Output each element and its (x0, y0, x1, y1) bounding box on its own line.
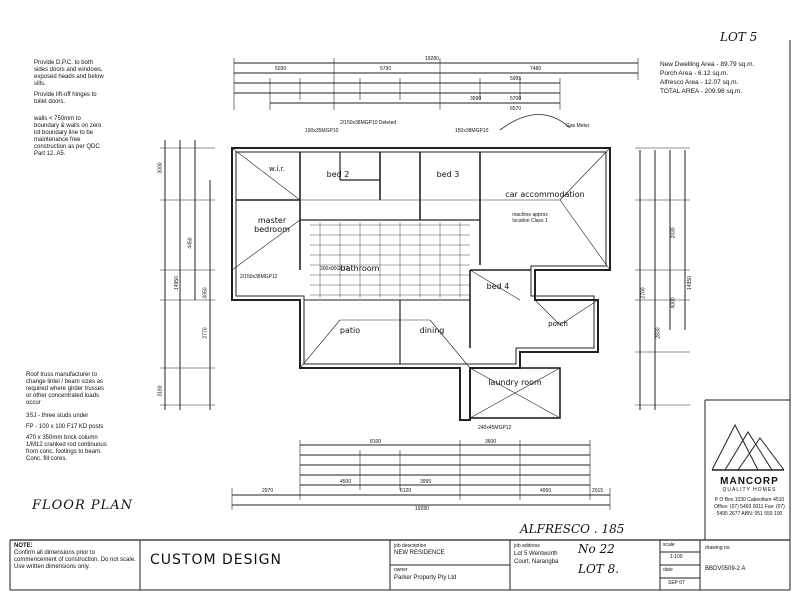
room-bathroom: bathroom (340, 264, 380, 273)
dim-top-3: 7480 (530, 66, 542, 72)
handwritten-lot-number: LOT 8. (578, 562, 620, 576)
beam-label-190x35: 190x35MGP10 (305, 128, 339, 134)
title-note: NOTE: Confirm all dimensions prior to co… (14, 543, 136, 571)
dim-top-7: 3990 (470, 96, 482, 102)
porch-area: Porch Area - 6.12 sq.m. (660, 70, 729, 77)
dim-top-2: 5730 (380, 66, 392, 72)
dim-bottom-2: 3600 (485, 439, 497, 445)
dwelling-area: New Dwelling Area - 89.79 sq.m. (660, 61, 755, 68)
dim-top-1: 5030 (275, 66, 287, 72)
dim-right-5: 2030 (670, 227, 677, 239)
beam-label-150x38-mgp12: 2/150x38MGP12 (240, 274, 278, 280)
handwritten-house-number: No 22 (578, 542, 615, 556)
beam-label-150x38: 150x38MGP10 (455, 128, 489, 134)
room-bed-2: bed 2 (326, 170, 350, 179)
note-truss: Roof truss manufacturer to change lintel… (26, 372, 105, 406)
dim-bottom-8: 3995 (420, 479, 432, 485)
room-porch: porch (548, 320, 568, 328)
room-dining: dining (419, 326, 445, 335)
room-laundry: laundry room (488, 378, 542, 387)
title-note-text: Confirm all dimensions prior to commence… (14, 550, 136, 570)
corner-lot-label: LOT 5 (720, 30, 758, 44)
machine-location: machine approx location Class 1 (512, 212, 548, 224)
job-address: Lot 5 Wentworth Court, Narangba (514, 551, 559, 565)
dim-left-6: 3050 (202, 287, 209, 299)
dim-top-5: 5700 (510, 96, 522, 102)
construction-notes-bottom: Roof truss manufacturer to change lintel… (26, 372, 108, 463)
dim-right-2: 4000 (670, 297, 677, 309)
room-bed-4: bed 4 (486, 282, 510, 291)
scale-value: 1:100 (670, 554, 683, 560)
dim-bottom-4: 2970 (262, 488, 274, 494)
room-master-bedroom: master bedroom (254, 216, 290, 234)
owner-name: Parker Property Pty Ltd (394, 575, 457, 581)
room-wir: w.i.r. (269, 165, 285, 173)
scale-label: scale (663, 542, 675, 548)
note-fp: FP - 100 x 100 F17 KD posts (26, 424, 104, 430)
brand-address: P O Box 1030 Caboolture 4510 Office: (07… (714, 497, 785, 517)
note-ssj: 3SJ - three studs under (26, 413, 89, 419)
custom-design-label: CUSTOM DESIGN (150, 552, 282, 568)
dim-bottom-3: 6120 (400, 488, 412, 494)
room-bed-3: bed 3 (436, 170, 460, 179)
job-description: NEW RESIDENCE (394, 550, 445, 556)
gas-meter-label: Gas Meter (566, 123, 590, 129)
title-note-label: NOTE: (14, 543, 33, 549)
dim-right-4: 2700 (640, 287, 647, 299)
brand-tagline: QUALITY HOMES (722, 487, 777, 493)
dim-bottom-5: 4950 (540, 488, 552, 494)
alfresco-area: Alfresco Area - 12.07 sq.m. (660, 79, 739, 86)
dim-left-3: 4450 (187, 237, 194, 249)
brand-block: MANCORP QUALITY HOMES P O Box 1030 Caboo… (712, 476, 787, 518)
total-area: TOTAL AREA - 209.98 sq.m. (660, 88, 743, 95)
dim-left-4: 3180 (157, 385, 164, 397)
beam-label-deleted: 2/150x38MGP10 Deleted (340, 120, 397, 126)
dim-right-1: 14950 (686, 276, 693, 290)
dim-left-5: 2770 (202, 327, 209, 339)
dim-left-1: 3000 (157, 162, 164, 174)
dim-bottom-overall: 19280 (415, 506, 429, 512)
room-car-accommodation: car accommodation (505, 190, 585, 199)
dim-bottom-6: 2015 (592, 488, 604, 494)
drawing-no-label: drawing no. (705, 545, 731, 551)
dim-top-overall: 19280 (425, 56, 439, 62)
dim-right-3: 2830 (655, 327, 662, 339)
dim-top-4: 5995 (510, 76, 522, 82)
dim-left-2: 14950 (173, 276, 180, 290)
job-description-label: job description (394, 543, 427, 549)
dim-top-6: 6570 (510, 106, 522, 112)
owner-label: owner (394, 567, 408, 573)
note-liftoff: Provide lift-off hinges to toilet doors. (34, 92, 97, 105)
handwritten-alfresco: ALFRESCO . 185 (520, 522, 625, 536)
note-boundary-walls: walls < 750mm to boundary & walls on zer… (34, 116, 102, 157)
plan-title: FLOOR PLAN (32, 498, 134, 513)
dim-bottom-7: 4500 (340, 479, 352, 485)
drawing-no: BBDV0509-2 A (705, 566, 746, 572)
area-summary: New Dwelling Area - 89.79 sq.m. Porch Ar… (660, 60, 785, 96)
dim-bottom-1: 8100 (370, 439, 382, 445)
beam-label-240x45: 240x45MGP12 (478, 425, 512, 431)
date-value: SEP 07 (668, 580, 685, 586)
beam-label-300x90: 300x90GL12 (320, 266, 349, 272)
construction-notes-top: Provide D.P.C. to both sides doors and w… (34, 60, 106, 158)
mancorp-logo-icon (711, 423, 785, 471)
room-patio: patio (339, 326, 361, 335)
date-label: date (663, 567, 673, 573)
brand-name: MANCORP (720, 476, 779, 487)
note-brick-column: 470 x 350mm brick column 1/M12 cranked r… (26, 435, 107, 462)
note-dpc: Provide D.P.C. to both sides doors and w… (34, 60, 104, 87)
job-address-label: job address (514, 543, 540, 549)
